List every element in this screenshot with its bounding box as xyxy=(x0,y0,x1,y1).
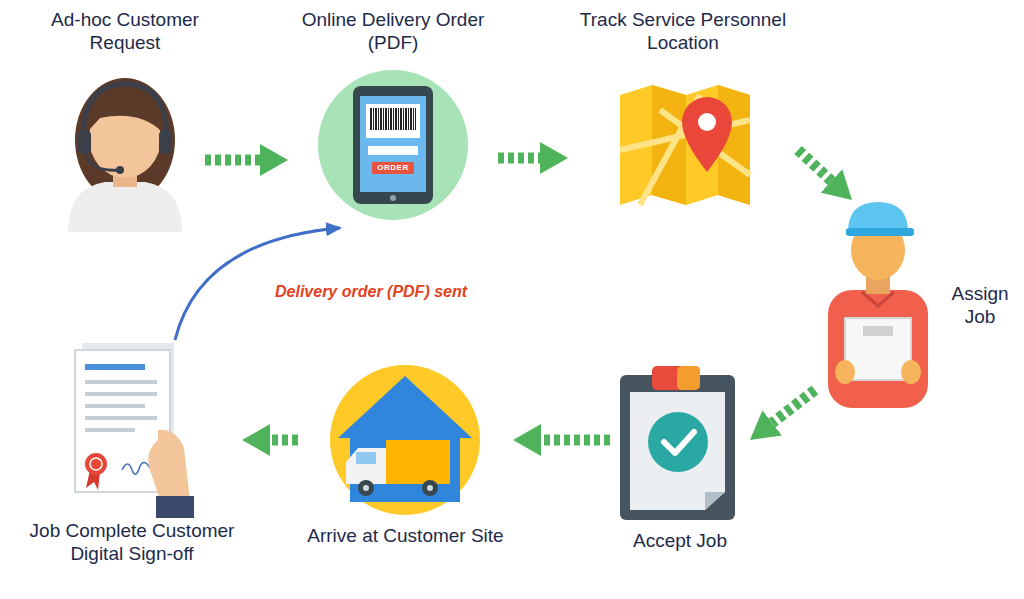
step-label: Ad-hoc Customer Request xyxy=(45,8,205,54)
step-label: Track Service Personnel Location xyxy=(568,8,798,54)
map-icon xyxy=(620,85,750,205)
button-text: ORDER xyxy=(372,162,414,174)
icon-step-node: Accept Job xyxy=(610,365,750,552)
icon-step-node: Assign Job xyxy=(815,200,1015,410)
step-label: Online Delivery Order (PDF) xyxy=(288,8,498,54)
flow-arrow xyxy=(772,390,815,423)
customer-icon xyxy=(68,78,182,232)
order-tablet-icon xyxy=(318,70,468,220)
step-label: Arrive at Customer Site xyxy=(298,524,513,547)
icon-step-node: Arrive at Customer Site xyxy=(298,360,513,547)
icon-step-node: Track Service Personnel Location xyxy=(568,8,798,208)
arrive-site-icon xyxy=(330,365,480,515)
flow-arrow xyxy=(798,150,831,181)
flow-arrow xyxy=(541,435,610,446)
icon-step-node: Online Delivery Order (PDF) xyxy=(288,8,498,228)
icon-step-node: Job Complete Customer Digital Sign-off xyxy=(22,340,242,565)
flow-arrow xyxy=(270,435,298,446)
step-label: Accept Job xyxy=(610,529,750,552)
flow-arrow xyxy=(205,155,260,166)
clipboard-icon xyxy=(620,366,735,520)
step-label: Job Complete Customer Digital Sign-off xyxy=(22,519,242,565)
icon-step-node: Ad-hoc Customer Request xyxy=(45,8,205,233)
delivery-person-icon xyxy=(828,202,928,408)
flow-arrow xyxy=(498,153,540,164)
step-label: Assign Job xyxy=(945,282,1015,328)
signed-document-icon xyxy=(75,343,194,518)
edge-label: Delivery order (PDF) sent xyxy=(272,283,470,301)
